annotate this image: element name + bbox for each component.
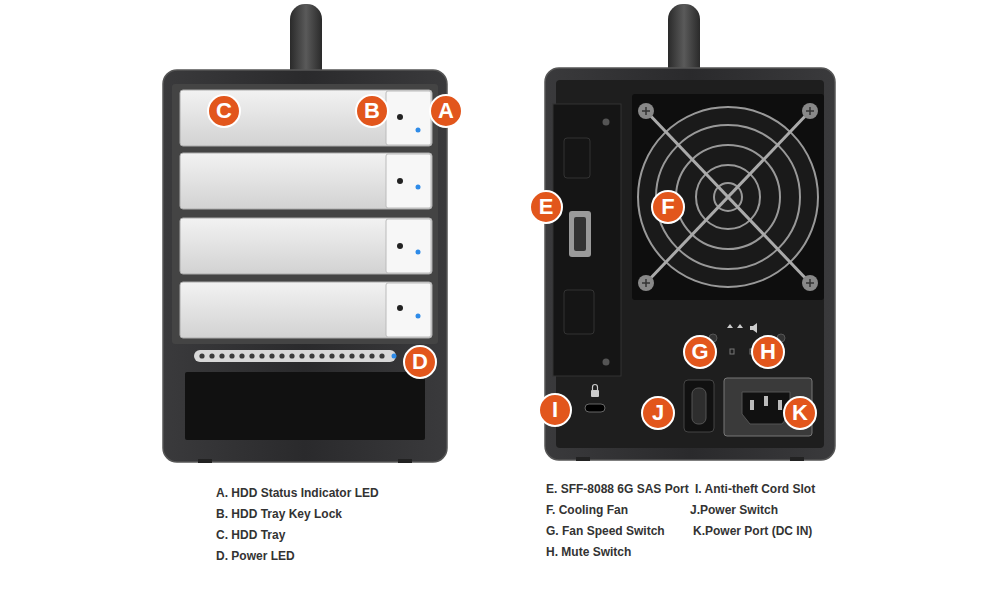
- callout-text: C: [216, 100, 232, 122]
- part-label: I. Anti-theft Cord Slot: [695, 482, 815, 496]
- callout-letter: D: [403, 345, 437, 379]
- callout-letter: F: [651, 190, 685, 224]
- part-label: K.Power Port (DC IN): [693, 524, 812, 538]
- callout-text: H: [760, 341, 776, 363]
- hdd-trays: [180, 90, 432, 338]
- callout-letter: E: [529, 190, 563, 224]
- callout-letter: G: [683, 335, 717, 369]
- callout-letter: K: [783, 396, 817, 430]
- callout-letter: I: [538, 393, 572, 427]
- part-label: A. HDD Status Indicator LED: [216, 486, 379, 500]
- callout-text: A: [438, 100, 454, 122]
- part-label: H. Mute Switch: [546, 545, 631, 559]
- callout-text: F: [661, 196, 674, 218]
- callout-text: G: [691, 341, 708, 363]
- part-label: J.Power Switch: [690, 503, 778, 517]
- sas-card-plate: [553, 104, 621, 376]
- front-view: [163, 4, 447, 463]
- callout-letter: B: [355, 94, 389, 128]
- back-view: [545, 4, 835, 461]
- power-switch: [684, 380, 714, 432]
- callout-letter: A: [429, 94, 463, 128]
- callout-text: K: [792, 402, 808, 424]
- part-label: D. Power LED: [216, 549, 295, 563]
- callout-text: I: [552, 399, 558, 421]
- part-label: F. Cooling Fan: [546, 503, 628, 517]
- callout-letter: J: [641, 396, 675, 430]
- callout-text: B: [364, 100, 380, 122]
- part-label: B. HDD Tray Key Lock: [216, 507, 342, 521]
- part-label: E. SFF-8088 6G SAS Port: [546, 482, 689, 496]
- callout-letter: C: [207, 94, 241, 128]
- callout-letter: H: [751, 335, 785, 369]
- callout-text: J: [652, 402, 664, 424]
- callout-text: D: [412, 351, 428, 373]
- part-label: G. Fan Speed Switch: [546, 524, 665, 538]
- anti-theft-slot: [585, 385, 605, 413]
- callout-text: E: [539, 196, 554, 218]
- cooling-fan: [632, 94, 824, 300]
- part-label: C. HDD Tray: [216, 528, 285, 542]
